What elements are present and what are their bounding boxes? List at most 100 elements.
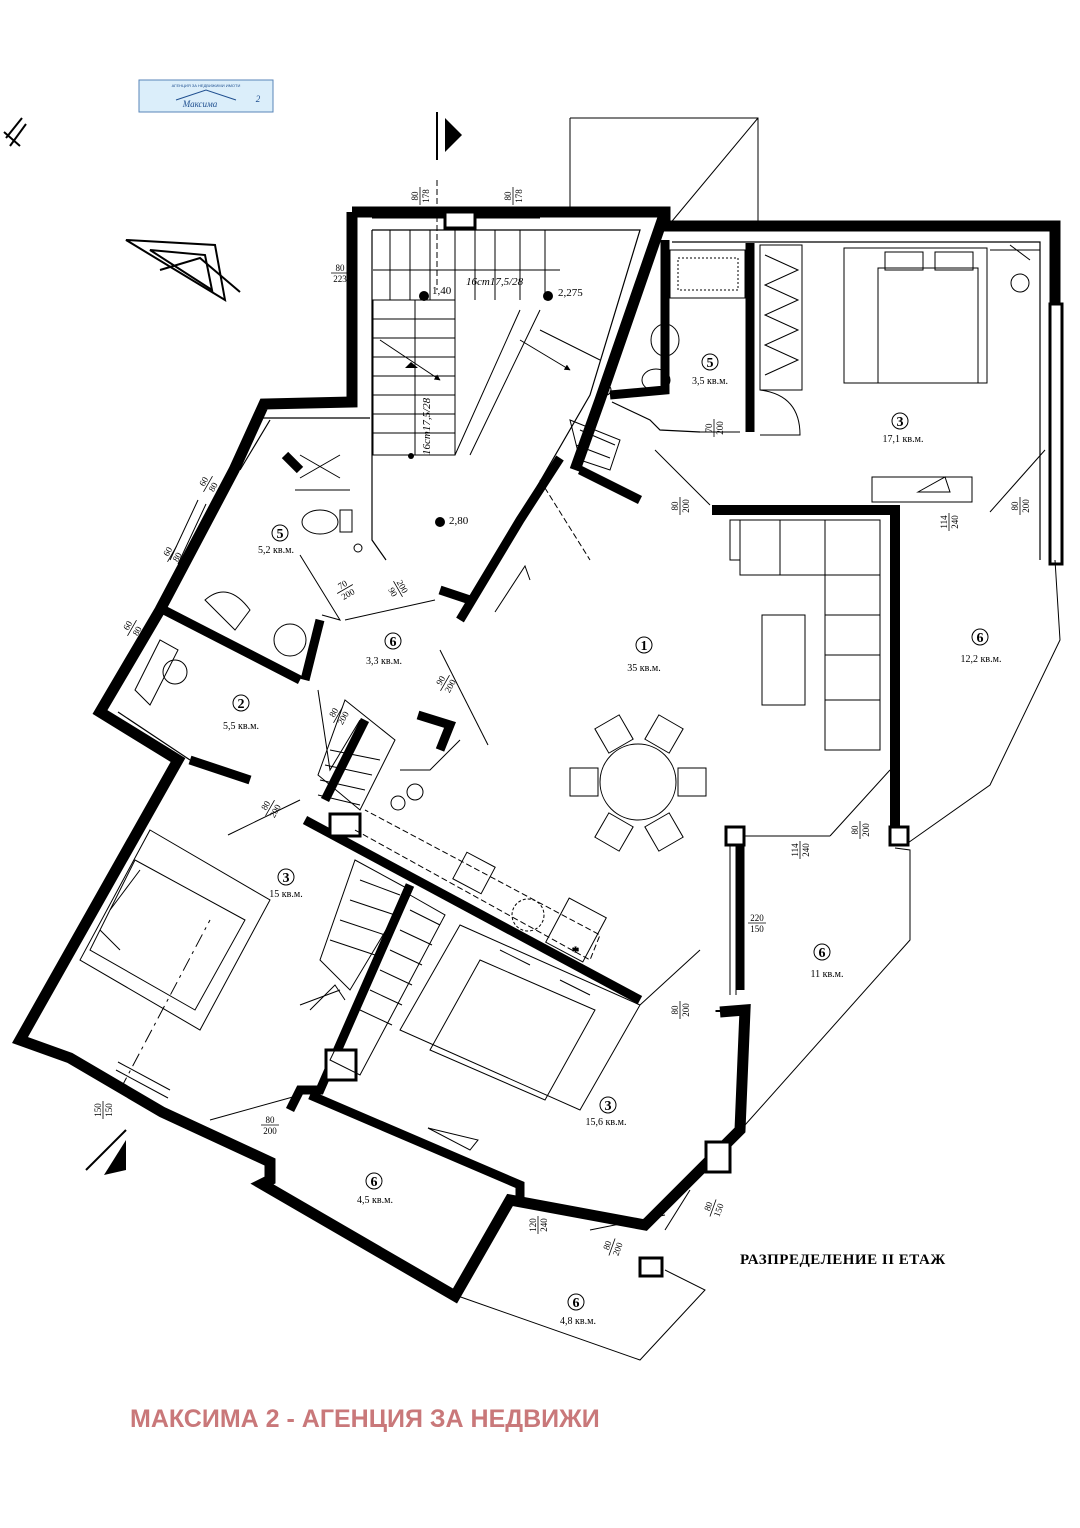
dimension-bottom: 200 [715, 421, 725, 435]
room-label-terrace-e: 6 12,2 кв.м. [961, 628, 1001, 665]
room-number: 6 [573, 1296, 580, 1311]
dimension-divider [127, 620, 137, 636]
room-area: 4,8 кв.м. [560, 1316, 596, 1327]
plan-title: РАЗПРЕДЕЛЕНИЕ II ЕТАЖ [740, 1252, 946, 1268]
dimension-bottom: 240 [539, 1218, 549, 1232]
room-area: 5,2 кв.м. [258, 545, 294, 556]
dimension-top: 150 [93, 1103, 103, 1117]
dimension-top: 80 [670, 1005, 680, 1015]
room-number: 1 [641, 639, 648, 654]
dimension-bottom: 150 [712, 1202, 726, 1219]
sink-icon [273, 623, 307, 657]
room-number: 6 [819, 946, 826, 961]
dimension-top: 70 [704, 423, 714, 433]
level-marker-icon [419, 291, 429, 301]
dimension-top: 80 [266, 1115, 276, 1125]
room-label-bath-w: 5 5,2 кв.м. [258, 524, 294, 556]
stair-label: 16ст17,5/28 [466, 276, 524, 288]
sink-icon [650, 323, 680, 357]
dimension-top: 114 [939, 515, 949, 529]
section-marker-icon [85, 112, 462, 1175]
level-labels: 1,40 2,275 2,80 16ст17,5/28 16ст17,5/28 [421, 276, 583, 527]
dimension-top: 80 [670, 501, 680, 511]
room-area: 5,5 кв.м. [223, 721, 259, 732]
watermark-text: МАКСИМА 2 - АГЕНЦИЯ ЗА НЕДВИЖИ [130, 1405, 600, 1433]
dimension-bottom: 240 [801, 843, 811, 857]
level-markers [405, 291, 553, 527]
room-label-bed-w: 3 15 кв.м. [269, 868, 303, 900]
dimension-bottom: 178 [421, 189, 431, 203]
svg-text:*: * [572, 945, 579, 960]
room-area: 11 кв.м. [810, 969, 843, 980]
dimension-top: 80 [601, 1239, 614, 1251]
dimension-bottom: 240 [950, 515, 960, 529]
staircase [372, 180, 601, 456]
dimension-top: 80 [702, 1200, 715, 1212]
dimension-bottom: 200 [861, 823, 871, 837]
room-number: 3 [283, 871, 290, 886]
room-label-bed-s: 3 15,6 кв.м. [586, 1096, 626, 1128]
dimension-top: 220 [750, 913, 764, 923]
level-marker-icon [435, 517, 445, 527]
room-number: 6 [390, 635, 397, 650]
toilet-icon [641, 368, 671, 392]
dimension-bottom: 200 [1021, 499, 1031, 513]
logo-top-text: АГЕНЦИЯ ЗА НЕДВИЖИМИ ИМОТИ [172, 83, 241, 88]
dimension-divider [333, 707, 343, 723]
room-area: 3,5 кв.м. [692, 376, 728, 387]
stair-label: 16ст17,5/28 [421, 397, 433, 455]
dimension-divider [265, 800, 275, 816]
room-number: 5 [277, 527, 284, 542]
room-label-bed-ne: 3 17,1 кв.м. [883, 412, 923, 445]
room-label-terrace-s1: 6 4,5 кв.м. [357, 1172, 393, 1206]
dimension-divider [337, 584, 353, 594]
window-lines [115, 211, 1061, 1361]
roof-outline [569, 117, 759, 227]
dimension-top: 114 [790, 843, 800, 857]
level-label: 2,275 [558, 287, 583, 299]
room-area: 3,3 кв.м. [366, 656, 402, 667]
room-labels: 1 35 кв.м. 2 5,5 кв.м. 3 17,1 кв.м. 3 15… [223, 353, 1001, 1327]
dimension-bottom: 150 [750, 924, 764, 934]
room-number: 3 [897, 415, 904, 430]
exterior-walls [12, 206, 1061, 1304]
dimension-top: 80 [850, 825, 860, 835]
dimension-bottom: 200 [611, 1241, 625, 1258]
dimension-divider [608, 1238, 616, 1256]
dimension-top: 80 [503, 191, 513, 201]
room-number: 2 [238, 697, 245, 712]
room-number: 3 [605, 1099, 612, 1114]
room-number: 5 [707, 356, 714, 371]
stair-direction-icon [405, 362, 418, 368]
north-arrow-icon [3, 117, 241, 303]
dimension-bottom: 200 [681, 1003, 691, 1017]
room-number: 6 [977, 631, 984, 646]
agency-logo: АГЕНЦИЯ ЗА НЕДВИЖИМИ ИМОТИ Максима 2 [138, 79, 274, 113]
door-swings [209, 431, 1046, 1231]
room-label-corridor: 6 3,3 кв.м. [366, 632, 402, 667]
room-area: 15 кв.м. [269, 889, 302, 900]
roof-icon [175, 89, 237, 101]
logo-name: Максима [182, 99, 218, 109]
toilet-icon [301, 509, 339, 535]
room-label-terrace-se: 6 11 кв.м. [810, 943, 844, 980]
level-marker-icon [408, 453, 414, 459]
dimension-divider [203, 476, 213, 492]
